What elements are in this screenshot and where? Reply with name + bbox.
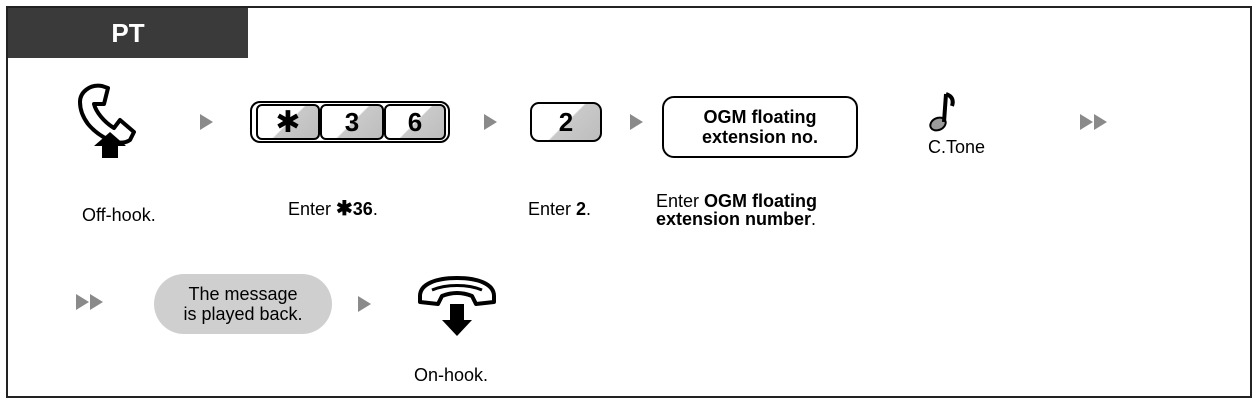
enter-star36-label: Enter ✱36. — [288, 198, 378, 220]
double-arrow-icon — [1094, 114, 1107, 130]
enter-star36-suffix: . — [372, 199, 378, 219]
double-arrow-icon — [90, 294, 103, 310]
double-arrow-icon — [76, 294, 89, 310]
procedure-frame: PT ✱ 3 6 2 OGM floating extension no. C. — [6, 6, 1252, 398]
enter-ogm-bold-line1: OGM floating — [704, 191, 818, 211]
enter-star36-star: ✱ — [336, 198, 353, 220]
pt-tab: PT — [8, 8, 248, 58]
key-3: 3 — [320, 104, 384, 140]
enter-2-suffix: . — [586, 199, 592, 219]
handset-lift-icon — [78, 83, 136, 158]
enter-2-prefix: Enter — [528, 199, 577, 219]
enter-ogm-suffix: . — [811, 209, 817, 229]
arrow-icon — [200, 114, 213, 130]
key-6-label: 6 — [407, 106, 423, 137]
arrow-icon — [484, 114, 497, 130]
pt-tab-label: PT — [111, 17, 145, 48]
ctone-label: C.Tone — [928, 137, 986, 157]
message-pill-text: The message is played back. — [183, 284, 303, 324]
message-played-back-pill: The message is played back. — [154, 274, 332, 334]
arrow-icon — [630, 114, 643, 130]
key-2: 2 — [530, 102, 602, 142]
arrow-icon — [358, 296, 371, 312]
key-sequence-frame — [250, 101, 450, 143]
enter-ogm-label: Enter OGM floating extension number. — [656, 192, 817, 228]
ogm-floating-extension-box: OGM floating extension no. — [662, 96, 858, 158]
music-note-icon — [929, 92, 955, 132]
enter-2-label: Enter 2. — [528, 200, 591, 218]
enter-star36-bold: 36 — [352, 199, 373, 219]
enter-2-bold: 2 — [576, 199, 587, 219]
enter-ogm-prefix: Enter — [656, 191, 705, 211]
double-arrow-icon — [1080, 114, 1093, 130]
key-3-label: 3 — [344, 106, 360, 137]
handset-hangup-icon — [418, 276, 496, 336]
key-star-label: ✱ — [275, 105, 301, 139]
enter-ogm-bold-line2: extension number — [656, 209, 812, 229]
ogm-box-text: OGM floating extension no. — [701, 107, 818, 147]
onhook-label: On-hook. — [414, 365, 489, 385]
enter-star36-prefix: Enter — [288, 199, 337, 219]
key-2-label: 2 — [558, 106, 574, 137]
key-star: ✱ — [256, 104, 320, 140]
key-6: 6 — [384, 104, 446, 140]
offhook-label: Off-hook. — [82, 205, 156, 225]
